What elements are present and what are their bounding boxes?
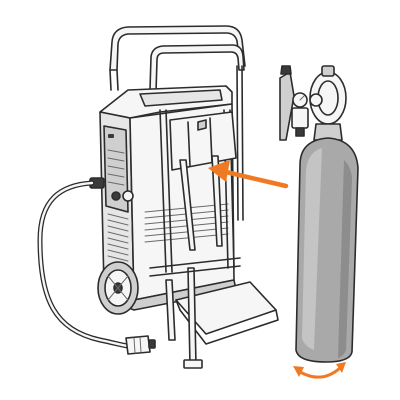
status-led	[108, 134, 114, 138]
control-panel	[103, 125, 129, 213]
regulator-body	[291, 107, 309, 129]
cart-handle-frame	[109, 25, 246, 221]
cart-wheel	[97, 261, 139, 315]
cable-plug	[125, 335, 151, 355]
cart-body	[149, 109, 279, 369]
side-vents	[107, 213, 129, 262]
torch-handle	[279, 71, 295, 141]
cylinder-bracket	[169, 111, 237, 171]
cylinder-gauge	[309, 93, 323, 107]
torch-connector	[122, 190, 134, 202]
strap-right	[211, 155, 223, 247]
gas-regulator	[279, 65, 309, 141]
strap-left	[179, 159, 196, 251]
cylinder-valve-knob	[321, 65, 335, 77]
strap-buckle	[183, 359, 203, 369]
strap-hanging	[187, 267, 197, 367]
control-knob	[111, 191, 121, 201]
gas-cylinder	[295, 65, 359, 363]
power-cable	[37, 180, 156, 355]
curved-double-arrow-icon	[293, 362, 346, 379]
arrow-right-to-left-icon	[208, 160, 289, 189]
